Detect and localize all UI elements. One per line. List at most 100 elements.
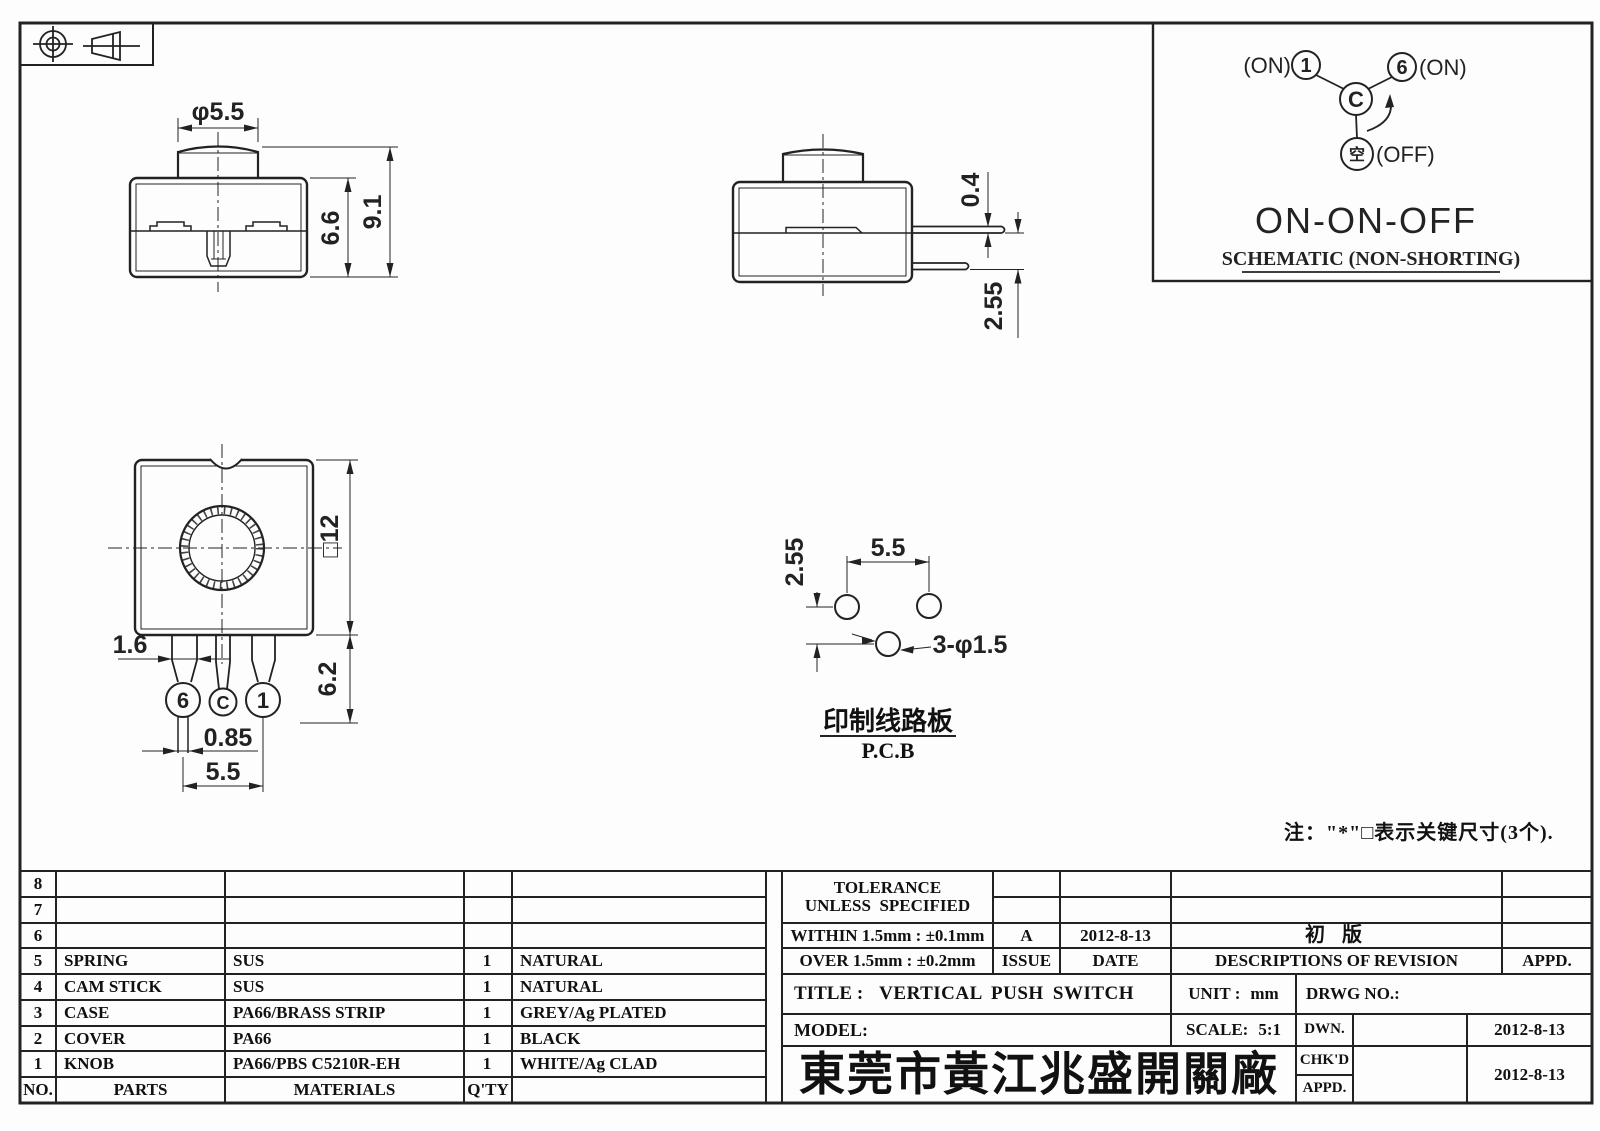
part-qty: 1 <box>482 951 492 971</box>
part-row-no: 3 <box>33 1003 43 1023</box>
schematic-off-label: (OFF) <box>1376 142 1435 167</box>
appd-label: APPD. <box>1302 1080 1347 1097</box>
part-row-no: 7 <box>33 900 43 920</box>
tolerance-line1: TOLERANCE <box>833 878 942 898</box>
schematic-off-pin: 空 <box>1349 145 1365 164</box>
part-finish: NATURAL <box>520 977 603 997</box>
date-header: DATE <box>1092 951 1139 971</box>
part-row-no: 4 <box>33 977 43 997</box>
terminals <box>912 225 1006 271</box>
part-finish: BLACK <box>520 1028 581 1048</box>
part-qty: 1 <box>482 1003 492 1023</box>
chk-appd-date: 2012-8-13 <box>1494 1064 1565 1084</box>
pin-c-label: C <box>217 693 230 713</box>
part-name: KNOB <box>64 1054 115 1074</box>
pin-labels: 6 C 1 <box>177 688 269 713</box>
projection-symbol-icon <box>19 22 154 66</box>
company-name: 東莞市黃江兆盛開關廠 <box>799 1048 1279 1101</box>
tolerance-line2: UNLESS SPECIFIED <box>804 896 971 915</box>
issue-date: 2012-8-13 <box>1080 925 1151 945</box>
schematic-caption: SCHEMATIC (NON-SHORTING) <box>1222 248 1520 270</box>
part-row-no: 1 <box>33 1054 43 1074</box>
scale-value: 5:1 <box>1258 1020 1282 1040</box>
title-row: TITLE : VERTICAL PUSH SWITCH <box>784 976 1179 1012</box>
appd-header: APPD. <box>1522 951 1572 971</box>
dim-knob-dia: φ5.5 <box>192 98 245 126</box>
dim-pin-length: 6.2 <box>314 662 342 697</box>
dimension-labels: φ5.5 6.6 9.1 0.4 2.55 □12 1.6 6.2 0.85 5… <box>113 98 1008 786</box>
dim-total-height: 9.1 <box>359 195 387 230</box>
part-name: SPRING <box>64 951 129 971</box>
issue-value: A <box>1020 925 1033 945</box>
schematic-on-right: (ON) <box>1419 55 1467 80</box>
part-row-no: 8 <box>33 874 43 894</box>
part-finish: GREY/Ag PLATED <box>520 1003 667 1023</box>
header-parts: PARTS <box>113 1080 168 1100</box>
pins <box>165 635 281 753</box>
unit-cell: UNIT : mm <box>1173 976 1294 1012</box>
title-value: VERTICAL PUSH SWITCH <box>879 983 1135 1005</box>
unit-value: mm <box>1250 984 1279 1004</box>
part-qty: 1 <box>482 1054 492 1074</box>
chkd-label: CHK'D <box>1299 1051 1350 1068</box>
part-qty: 1 <box>482 1028 492 1048</box>
part-name: COVER <box>64 1028 126 1048</box>
drwg-no-cell: DRWG NO.: <box>1306 984 1400 1004</box>
part-material: SUS <box>233 977 265 997</box>
sheet-frame <box>18 21 1594 1105</box>
pin-1-label: 1 <box>257 688 269 713</box>
revision-header: DESCRIPTIONS OF REVISION <box>1214 951 1459 971</box>
schematic-pin6: 6 <box>1396 57 1407 79</box>
dim-pcb-holes: 3-φ1.5 <box>933 631 1008 659</box>
dim-body-height: 6.6 <box>317 211 345 246</box>
dim-square: □12 <box>316 515 344 558</box>
part-finish: NATURAL <box>520 951 603 971</box>
schematic-diagram <box>1151 21 1594 283</box>
part-name: CAM STICK <box>64 977 162 997</box>
dim-terminal-thickness: 0.4 <box>957 173 985 208</box>
pin-6-label: 6 <box>177 688 189 713</box>
schematic-pin1: 1 <box>1300 55 1311 77</box>
part-qty: 1 <box>482 977 492 997</box>
part-row-no: 6 <box>33 925 43 945</box>
model-cell: MODEL: <box>794 1019 868 1040</box>
header-no: NO. <box>23 1080 53 1100</box>
dim-terminal-pitch: 2.55 <box>980 282 1008 331</box>
part-row-no: 2 <box>33 1028 43 1048</box>
schematic-labels: (ON) 1 6 (ON) C 空 (OFF) ON-ON-OFF SCHEMA… <box>1222 53 1520 270</box>
dim-pcb-span: 5.5 <box>871 534 906 562</box>
part-row-no: 5 <box>33 951 43 971</box>
tolerance-within: WITHIN 1.5mm : ±0.1mm <box>790 925 985 945</box>
schematic-function: ON-ON-OFF <box>1255 200 1477 241</box>
header-materials: MATERIALS <box>293 1080 396 1100</box>
header-qty: Q'TY <box>467 1080 509 1100</box>
tolerance-over: OVER 1.5mm : ±0.2mm <box>799 951 976 971</box>
part-material: PA66 <box>233 1028 272 1048</box>
dim-pcb-pitch: 2.55 <box>781 538 809 587</box>
dim-pin-span: 5.5 <box>206 758 241 786</box>
part-material: PA66/BRASS STRIP <box>233 1003 386 1023</box>
front-view <box>128 118 398 292</box>
unit-label: UNIT : <box>1188 984 1241 1004</box>
part-material: PA66/PBS C5210R-EH <box>233 1054 401 1074</box>
revision-description: 初 版 <box>1305 924 1368 946</box>
part-material: SUS <box>233 951 265 971</box>
pcb-label-en: P.C.B <box>862 738 915 763</box>
schematic-on-left: (ON) <box>1243 53 1291 78</box>
dim-tip-width: 0.85 <box>204 724 253 752</box>
part-finish: WHITE/Ag CLAD <box>520 1054 658 1074</box>
bottom-view <box>108 444 358 792</box>
dwn-label: DWN. <box>1304 1021 1345 1038</box>
issue-header: ISSUE <box>1001 951 1052 971</box>
scale-cell: SCALE: 5:1 <box>1173 1016 1294 1044</box>
pcb-labels: 印制线路板 P.C.B <box>823 706 953 763</box>
key-dimension-note: 注："*"□表示关键尺寸(3个). <box>1284 822 1554 844</box>
tolerance-header: TOLERANCE UNLESS SPECIFIED <box>784 873 991 921</box>
scale-label: SCALE: <box>1185 1020 1249 1040</box>
side-view <box>731 134 1024 338</box>
title-label: TITLE : <box>794 983 864 1005</box>
pcb-label-cn: 印制线路板 <box>823 706 953 736</box>
dim-stem-width: 1.6 <box>113 631 148 659</box>
